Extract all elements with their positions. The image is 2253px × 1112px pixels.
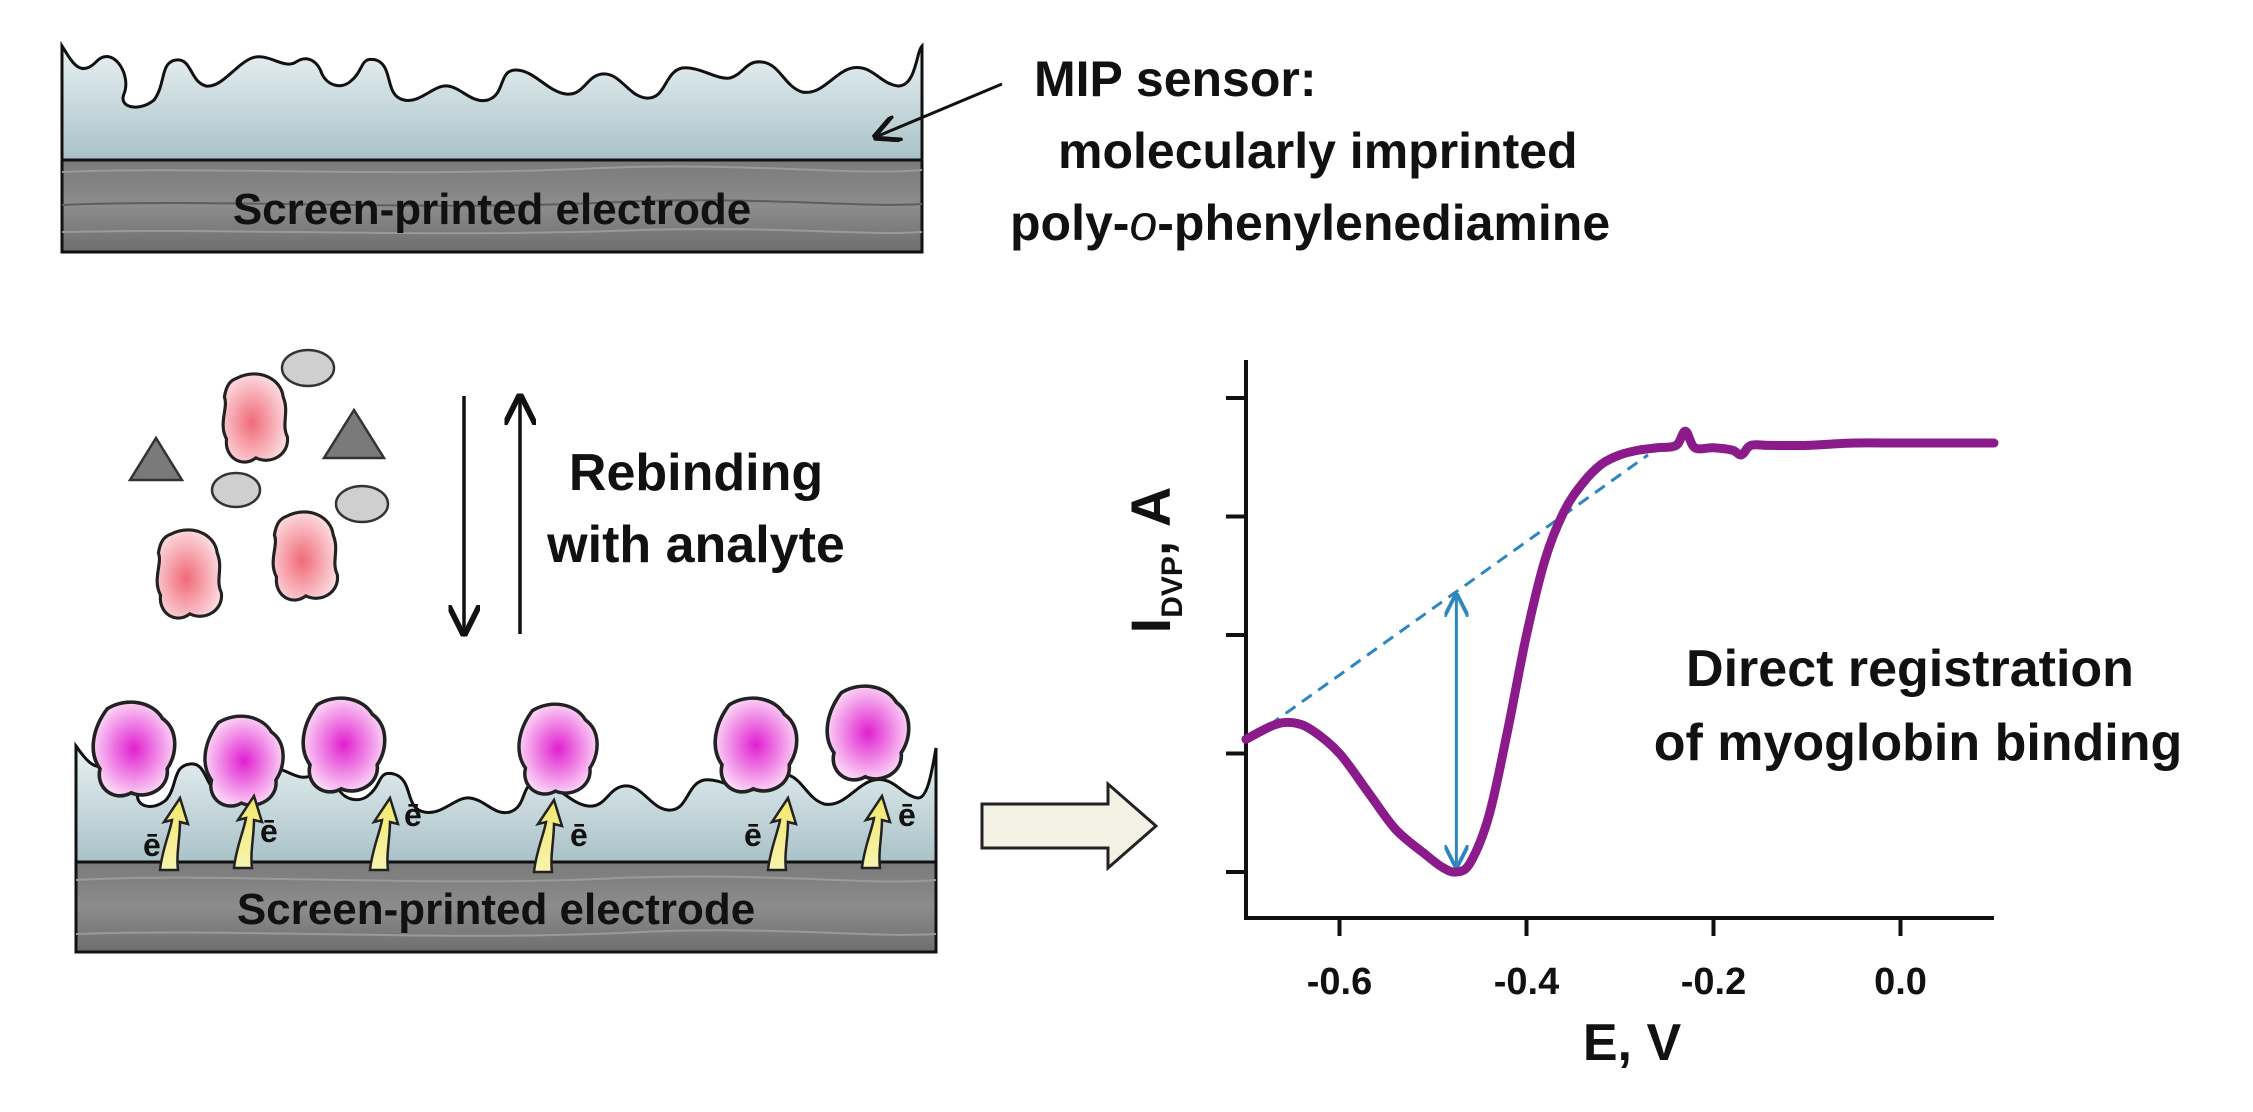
top-mip-film bbox=[60, 40, 924, 162]
rebinding-line1: Rebinding bbox=[569, 444, 823, 502]
analyte-mixture bbox=[127, 348, 390, 620]
electron-label: ē bbox=[143, 827, 161, 863]
myoglobin-protein bbox=[713, 696, 799, 794]
electrode-texture bbox=[61, 199, 923, 207]
bottom-electrode-label: Screen-printed electrode bbox=[237, 885, 755, 934]
top-electrode-panel: Screen-printed electrode MIP sensor: mol… bbox=[60, 40, 1610, 254]
electrode-texture bbox=[75, 929, 937, 937]
myoglobin-protein bbox=[301, 696, 387, 794]
mip-pointer-arrow bbox=[878, 82, 1003, 136]
myoglobin-protein bbox=[517, 702, 599, 796]
myoglobin-protein bbox=[203, 714, 285, 808]
grey-triangle-molecule bbox=[127, 435, 185, 482]
x-tick-label: 0.0 bbox=[1874, 961, 1927, 1003]
x-tick-label: -0.6 bbox=[1307, 961, 1372, 1003]
grey-triangle-molecule bbox=[321, 407, 387, 460]
electron-label: ē bbox=[260, 813, 278, 849]
x-axis-label: E, V bbox=[1583, 1014, 1682, 1072]
grey-ellipse-molecule bbox=[334, 484, 390, 524]
electron-label: ē bbox=[570, 817, 588, 853]
mip-line2: molecularly imprinted bbox=[1058, 123, 1578, 179]
dpv-baseline bbox=[1268, 453, 1649, 727]
top-electrode-label: Screen-printed electrode bbox=[233, 185, 751, 234]
electrode-texture bbox=[61, 228, 923, 235]
myoglobin-protein bbox=[91, 700, 177, 798]
x-ticks: -0.6 -0.4 -0.2 0.0 bbox=[1307, 918, 1927, 1003]
x-tick-label: -0.2 bbox=[1681, 961, 1746, 1003]
electron-label: ē bbox=[404, 797, 422, 833]
red-protein bbox=[271, 510, 340, 602]
y-axis-label: IDVP, A bbox=[1119, 487, 1189, 634]
rebinding-line2: with analyte bbox=[546, 516, 845, 574]
dpv-chart: -0.6 -0.4 -0.2 0.0 E, V IDVP, A bbox=[1119, 360, 1999, 1072]
bottom-electrode-panel: ē ē ē ē ē ē Screen-printed electrode bbox=[74, 684, 938, 954]
electron-label: ē bbox=[898, 797, 916, 833]
myoglobin-protein bbox=[825, 684, 911, 782]
rebinding-arrows: Rebinding with analyte bbox=[464, 396, 845, 634]
result-block-arrow bbox=[980, 780, 1159, 872]
bottom-electrode-base bbox=[74, 860, 938, 954]
dpv-curve bbox=[1241, 426, 1999, 877]
grey-ellipse-molecule bbox=[210, 471, 262, 509]
annotation-line1: Direct registration bbox=[1686, 640, 2134, 698]
electrode-texture bbox=[75, 875, 937, 883]
mip-line3: poly-o-phenylenediamine bbox=[1010, 195, 1610, 251]
mip-title: MIP sensor: bbox=[1034, 51, 1317, 107]
y-ticks bbox=[1226, 396, 1246, 874]
x-tick-label: -0.4 bbox=[1494, 961, 1559, 1003]
red-protein bbox=[155, 528, 224, 620]
electrode-texture bbox=[61, 165, 923, 174]
electron-label: ē bbox=[744, 817, 762, 853]
red-protein bbox=[221, 372, 290, 464]
annotation-line2: of myoglobin binding bbox=[1654, 714, 2183, 772]
grey-ellipse-molecule bbox=[280, 348, 336, 388]
